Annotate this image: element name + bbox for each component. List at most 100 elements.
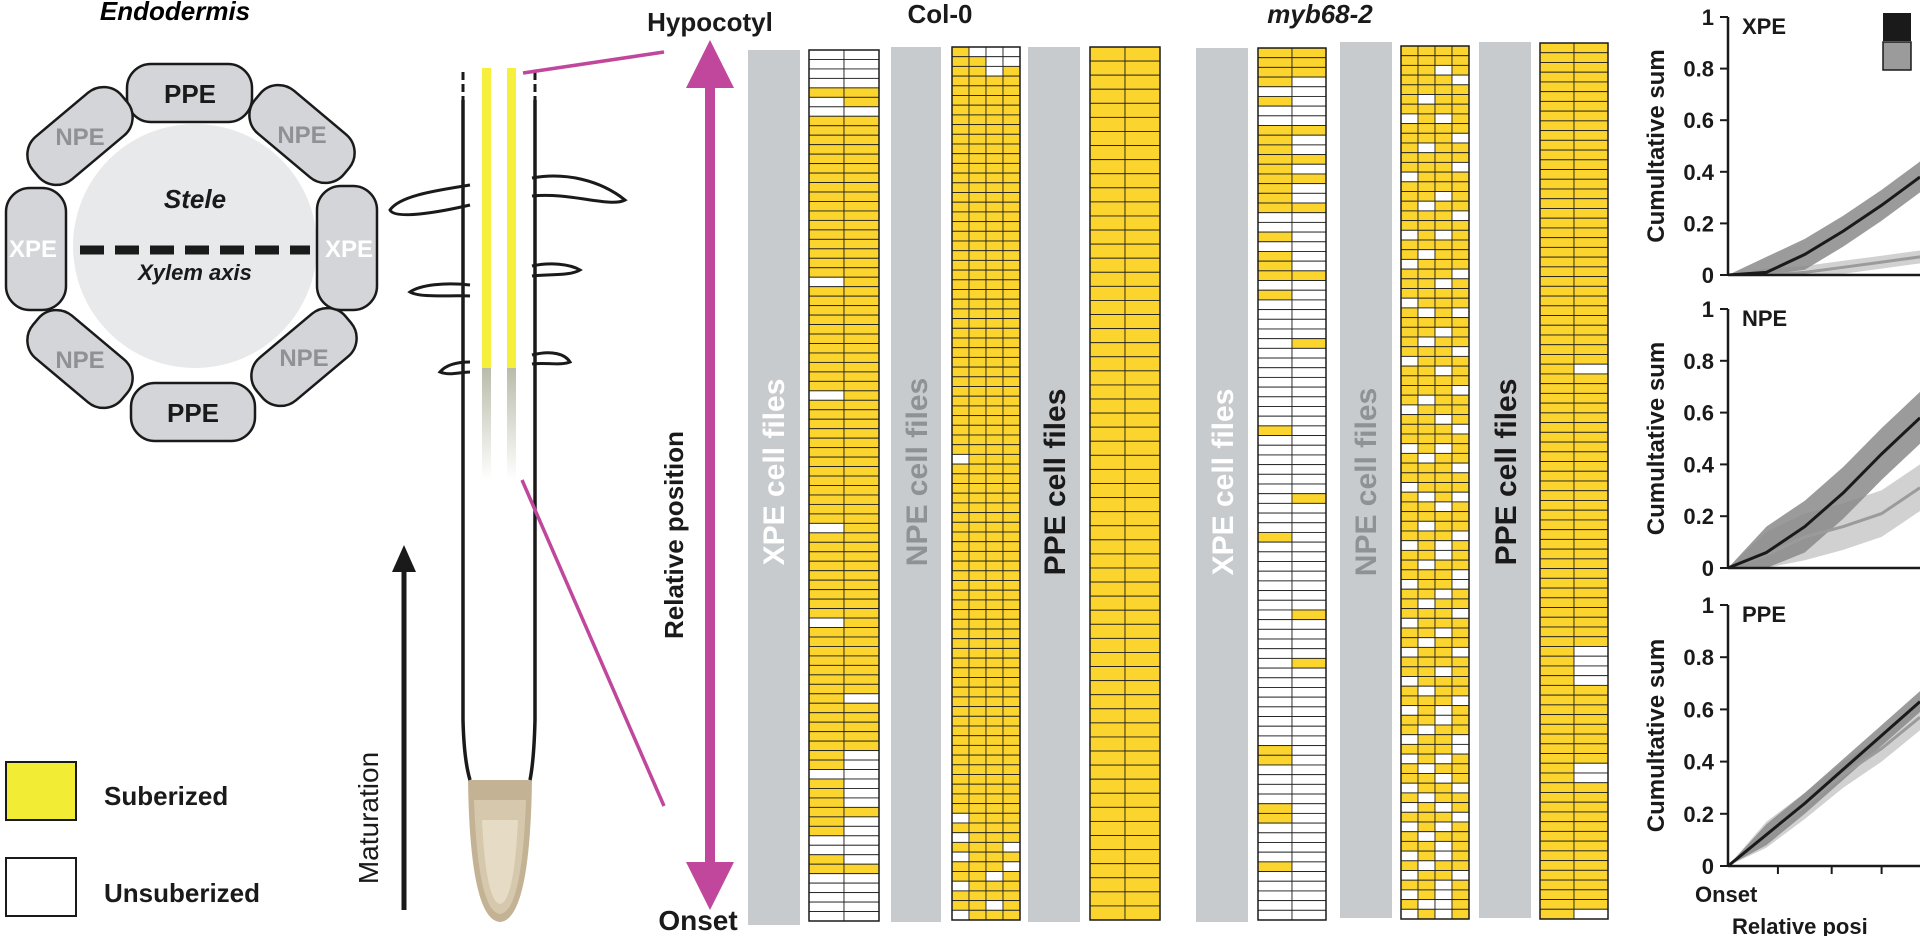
heatmap-cell <box>1451 520 1470 532</box>
heatmap-cell <box>843 702 880 714</box>
cumulative-legend <box>1882 13 1912 71</box>
heatmap-cell <box>1400 317 1419 328</box>
heatmap-cell <box>1539 363 1575 375</box>
heatmap-cell <box>1539 626 1575 638</box>
heatmap-cell <box>843 267 880 278</box>
heatmap-cell <box>985 560 1004 572</box>
heatmap-cell <box>1089 243 1126 259</box>
heatmap-cell <box>808 797 845 808</box>
heatmap-cell <box>1124 806 1161 822</box>
heatmap-cell <box>1002 812 1021 824</box>
heatmap-cell <box>1573 529 1609 540</box>
heatmap-cell <box>1257 696 1293 708</box>
heatmap-cell <box>1573 363 1609 375</box>
heatmap-cell <box>1434 850 1453 862</box>
myb-ppe-bar-label: PPE cell files <box>1490 379 1523 566</box>
heatmap-cell <box>1291 716 1327 727</box>
col0-npe-bar: NPE cell files <box>891 47 941 922</box>
heatmap-cell <box>1434 705 1453 716</box>
heatmap-cell <box>843 333 880 344</box>
heatmap-cell <box>985 861 1004 872</box>
heatmap-cell <box>843 551 880 562</box>
heatmap-cell <box>1539 899 1575 910</box>
heatmap-cell <box>843 797 880 808</box>
heatmap-cell <box>1089 426 1126 442</box>
heatmap-cell <box>1002 841 1021 853</box>
heatmap-cell <box>843 134 880 146</box>
heatmap-cell <box>1124 74 1161 90</box>
heatmap-cell <box>808 712 845 723</box>
heatmap-cell <box>1539 801 1575 813</box>
heatmap-cell <box>1417 491 1436 503</box>
heatmap-cell <box>1400 404 1419 416</box>
heatmap-cell <box>1417 249 1436 260</box>
heatmap-cell <box>1451 753 1470 765</box>
heatmap-cell <box>1573 636 1609 647</box>
heatmap-cell <box>1451 171 1470 183</box>
heatmap-cell <box>1539 130 1575 141</box>
heatmap-cell <box>1539 392 1575 404</box>
heatmap-cell <box>808 608 845 619</box>
heatmap-cell <box>951 599 970 611</box>
heatmap-cell <box>1451 821 1470 833</box>
heatmap-cell <box>1539 276 1575 287</box>
heatmap-cell <box>1573 305 1609 316</box>
heatmap-cell <box>951 124 970 135</box>
heatmap-cell <box>1089 680 1126 696</box>
col0-ppe-bar: PPE cell files <box>1028 47 1080 922</box>
heatmap-cell <box>968 114 987 126</box>
heatmap-cell <box>1400 821 1419 833</box>
heatmap-cell <box>843 863 880 875</box>
heatmap-cell <box>843 532 880 543</box>
heatmap-cell <box>1257 328 1293 340</box>
heatmap-cell <box>1257 376 1293 388</box>
heatmap-cell <box>985 259 1004 271</box>
lateral-root-6 <box>531 351 573 366</box>
heatmap-cell <box>951 192 970 203</box>
heatmap-cell <box>808 466 845 477</box>
heatmap-cell <box>1291 367 1327 378</box>
heatmap-cell <box>1451 278 1470 289</box>
heatmap-cell <box>1539 305 1575 316</box>
heatmap-cell <box>985 162 1004 174</box>
heatmap-cell <box>1573 500 1609 511</box>
heatmap-cell <box>1539 587 1575 599</box>
heatmap-cell <box>1573 295 1609 307</box>
heatmap-cell <box>1089 764 1126 780</box>
heatmap-cell <box>1089 187 1126 203</box>
heatmap-cell <box>1124 88 1161 104</box>
heatmap-cell <box>1257 512 1293 524</box>
heatmap-cell <box>1573 100 1609 112</box>
heatmap-cell <box>968 289 987 300</box>
heatmap-myb68-2-ppe <box>1539 42 1609 920</box>
heatmap-cell <box>843 589 880 600</box>
heatmap-cell <box>1400 482 1419 493</box>
suberization-heatmaps <box>808 42 1609 922</box>
heatmap-cell <box>1573 383 1609 394</box>
svg-text:NPE: NPE <box>55 347 104 374</box>
heatmap-cell <box>1417 404 1436 416</box>
heatmap-cell <box>1291 425 1327 437</box>
heatmap-cell <box>1291 493 1327 504</box>
heatmap-cell <box>985 512 1004 523</box>
heatmap-cell <box>1451 123 1470 134</box>
heatmap-cell <box>1417 346 1436 357</box>
heatmap-cell <box>843 238 880 250</box>
heatmap-cell <box>1124 694 1161 710</box>
heatmap-cell <box>1434 278 1453 289</box>
heatmap-cell <box>1291 687 1327 698</box>
heatmap-cell <box>1291 580 1327 592</box>
heatmap-cell <box>1002 609 1021 620</box>
heatmap-cell <box>1417 394 1436 406</box>
heatmap-cell <box>1124 201 1161 217</box>
heatmap-cell <box>1400 385 1419 396</box>
cumulative-xlabel: Relative posi <box>1732 914 1868 936</box>
heatmap-cell <box>1434 695 1453 707</box>
heatmap-cell <box>1434 191 1453 202</box>
heatmap-cell <box>951 153 970 164</box>
heatmap-cell <box>1539 655 1575 667</box>
heatmap-cell <box>1400 646 1419 658</box>
heatmap-cell <box>1451 307 1470 319</box>
heatmap-cell <box>968 628 987 640</box>
heatmap-cell <box>1434 171 1453 183</box>
